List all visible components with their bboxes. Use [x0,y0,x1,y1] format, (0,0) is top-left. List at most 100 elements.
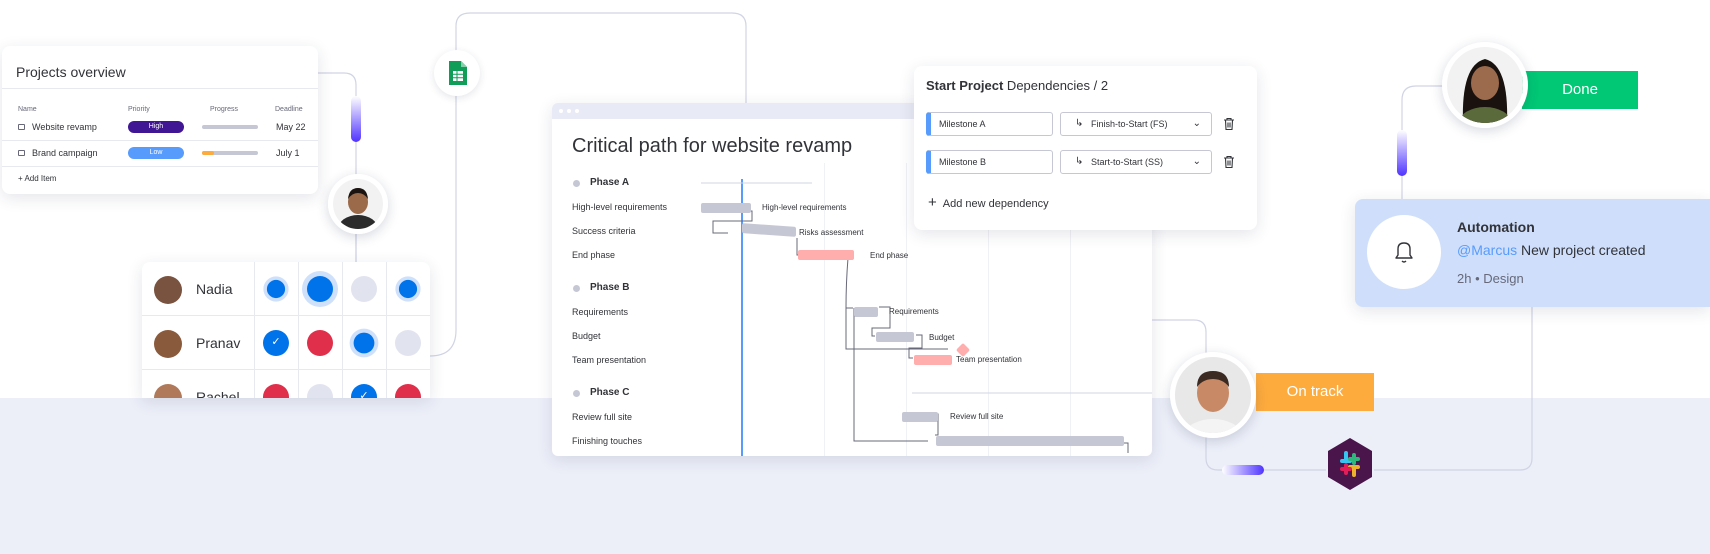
phase-label: Phase B [590,282,630,293]
automation-title: Automation [1457,219,1535,235]
google-sheets-icon [434,50,480,96]
bell-icon [1395,242,1413,263]
grid-line [1070,163,1071,456]
milestone-field[interactable]: Milestone A [926,112,1053,136]
avatar [154,384,182,398]
avatar [154,330,182,358]
status-dot[interactable] [351,276,377,302]
automation-meta: 2h • Design [1457,271,1524,286]
avatar-smiling-man-image [1175,357,1251,433]
task-label[interactable]: Team presentation [572,355,647,365]
phase-dot [573,180,580,187]
dependency-arrow-icon: ↳ [1075,156,1084,167]
task-label[interactable]: High-level requirements [572,202,668,212]
trash-icon[interactable] [1222,117,1236,131]
person-row[interactable]: Rachel [142,370,430,398]
priority-badge[interactable]: Low [128,147,184,159]
status-dot[interactable] [398,279,418,299]
people-status-grid: Nadia Pranav Rachel [142,262,430,398]
status-dot[interactable] [395,330,421,356]
divider [2,88,318,89]
dependencies-count: Dependencies / 2 [1003,78,1109,93]
person-name: Rachel [196,389,240,398]
chevron-down-icon: ⌄ [1192,118,1201,129]
gantt-bar[interactable] [914,355,952,365]
task-label[interactable]: End phase [572,250,616,260]
progress-fill [202,151,215,155]
task-label[interactable]: Finishing touches [572,436,643,446]
item-name[interactable]: Brand campaign [32,148,98,158]
gantt-bar[interactable] [854,307,878,317]
task-label[interactable]: Requirements [572,307,629,317]
item-icon [18,124,25,130]
status-dot[interactable] [307,276,333,302]
deadline[interactable]: May 22 [276,122,306,132]
table-row[interactable]: Brand campaign Low July 1 [2,140,318,166]
phase-label: Phase A [590,177,630,188]
gantt-bar[interactable] [936,436,1124,446]
add-dependency-label: Add new dependency [942,198,1049,210]
status-dot[interactable] [307,330,333,356]
status-dot[interactable] [395,384,421,398]
table-row[interactable]: Website revamp High May 22 [2,114,318,140]
status-on-track[interactable]: On track [1256,373,1374,411]
avatar [1170,352,1256,438]
dependency-type-value: Finish-to-Start (FS) [1091,119,1168,129]
dependency-type-value: Start-to-Start (SS) [1091,157,1164,167]
gantt-bar[interactable] [902,412,938,422]
gantt-bar[interactable] [798,250,854,260]
priority-badge[interactable]: High [128,121,184,133]
status-done[interactable]: Done [1522,71,1638,109]
milestone-field[interactable]: Milestone B [926,150,1053,174]
item-name[interactable]: Website revamp [32,122,97,132]
grid-line [988,163,989,456]
status-check[interactable] [351,384,377,398]
dependency-type-select[interactable]: ↳ Start-to-Start (SS) ⌄ [1060,150,1212,174]
bar-label: Team presentation [956,355,1022,364]
automation-message: @Marcus New project created [1457,242,1646,258]
mention-link[interactable]: @Marcus [1457,242,1518,258]
task-label[interactable]: Review full site [572,412,633,422]
message-text: New project created [1517,242,1646,258]
plus-icon: + [928,194,937,211]
bar-label: Risks assessment [799,228,864,237]
automation-notification[interactable]: Automation @Marcus New project created 2… [1355,199,1710,307]
person-row[interactable]: Pranav [142,316,430,370]
chevron-down-icon: ⌄ [1192,156,1201,167]
task-label[interactable]: Success criteria [572,226,636,236]
add-dependency-button[interactable]: + Add new dependency [928,194,1049,211]
column-header-priority: Priority [128,106,150,113]
status-dot[interactable] [263,384,289,398]
window-dot [559,109,563,113]
slack-icon [1328,438,1372,490]
status-dot[interactable] [266,279,286,299]
dependency-arrow-icon: ↳ [1075,118,1084,129]
avatar [328,174,388,234]
dependency-type-select[interactable]: ↳ Finish-to-Start (FS) ⌄ [1060,112,1212,136]
status-dot[interactable] [307,384,333,398]
column-header-name: Name [18,106,37,113]
grid-line [824,163,825,456]
bar-label: Review full site [950,412,1004,421]
progress-bar [202,151,258,155]
gantt-bar[interactable] [876,332,914,342]
phase-label: Phase C [590,387,630,398]
add-item-button[interactable]: + Add Item [18,174,57,183]
task-label[interactable]: Budget [572,331,601,341]
projects-overview-title: Projects overview [16,64,126,80]
divider [2,140,318,141]
status-dot[interactable] [353,332,375,354]
item-icon [18,150,25,156]
status-check[interactable] [263,330,289,356]
avatar-man-image [333,179,383,229]
today-marker [741,179,743,456]
person-row[interactable]: Nadia [142,262,430,316]
deadline[interactable]: July 1 [276,148,300,158]
bell-icon-container [1367,215,1441,289]
gantt-bar[interactable] [701,203,751,213]
phase-dot [573,285,580,292]
window-dot [567,109,571,113]
trash-icon[interactable] [1222,155,1236,169]
avatar [154,276,182,304]
bar-label: Requirements [889,307,939,316]
